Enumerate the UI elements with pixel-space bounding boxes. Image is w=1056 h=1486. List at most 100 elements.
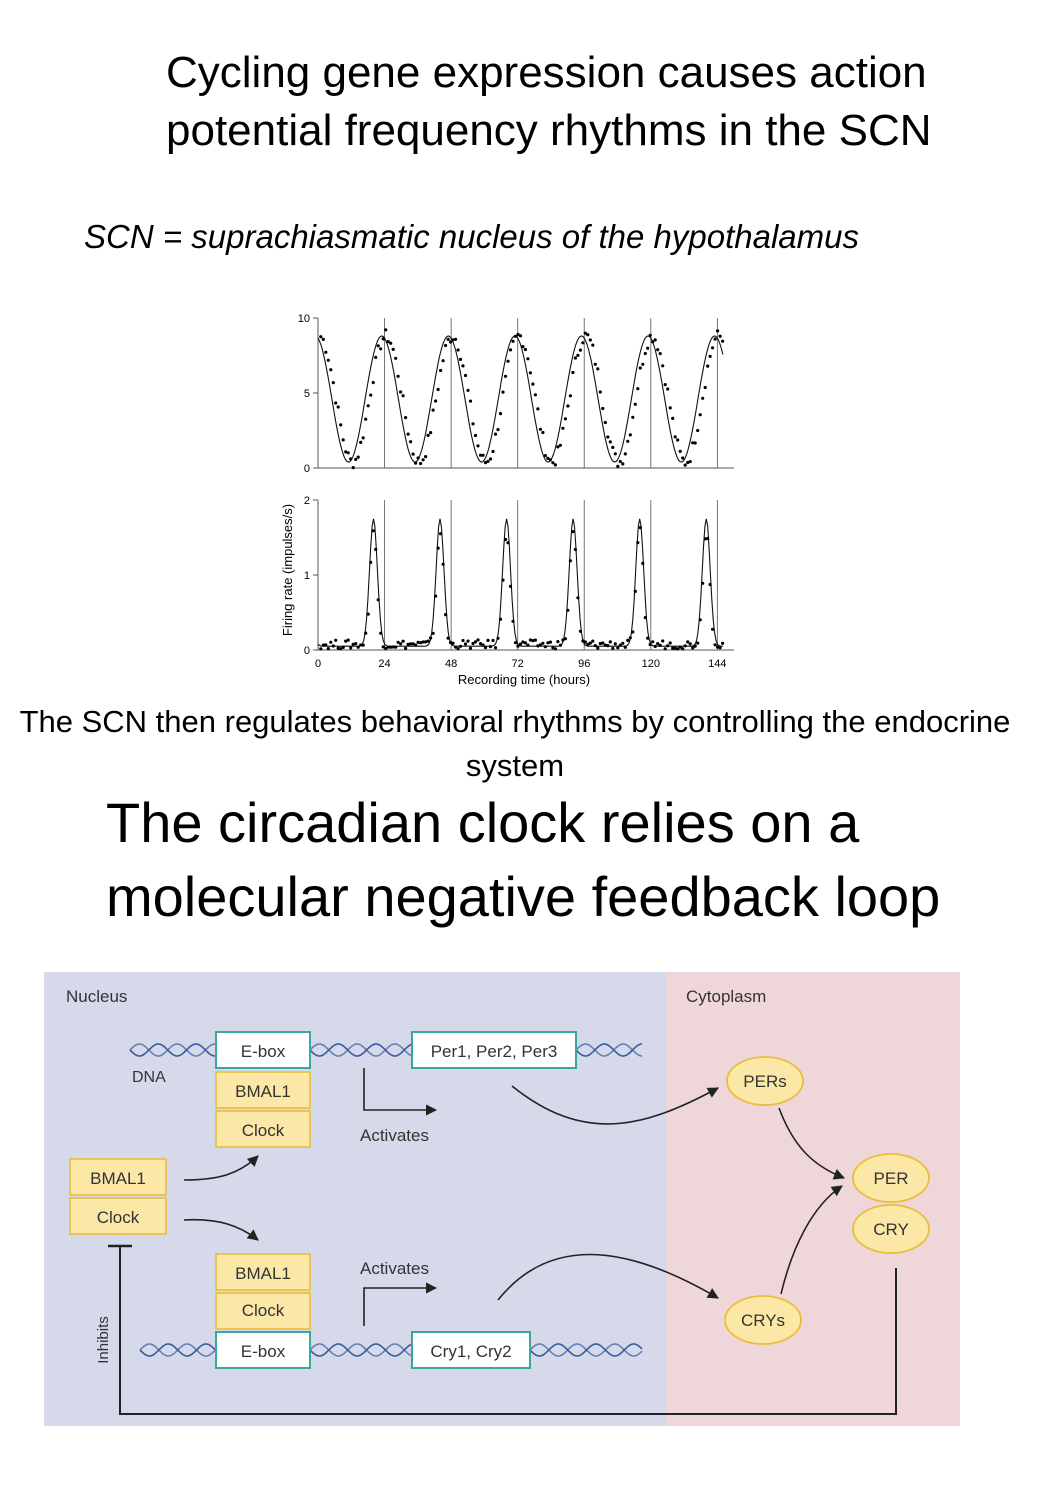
data-point — [561, 426, 565, 430]
bmal1-free-label: BMAL1 — [90, 1169, 146, 1188]
data-point — [663, 383, 667, 387]
data-point — [431, 408, 435, 412]
data-point — [409, 440, 413, 444]
data-point — [406, 642, 410, 646]
cry-complex-protein — [852, 1204, 930, 1254]
data-point — [488, 645, 493, 649]
data-point — [493, 432, 498, 436]
data-point — [454, 337, 458, 341]
data-point — [401, 394, 405, 398]
data-point — [556, 640, 560, 644]
data-point — [528, 371, 532, 375]
dna-label: DNA — [132, 1069, 166, 1086]
data-point — [691, 646, 695, 650]
data-point — [718, 334, 722, 338]
data-point — [434, 594, 438, 598]
data-point — [399, 390, 403, 394]
data-point — [618, 643, 622, 647]
cry-export-arrow — [497, 1253, 719, 1301]
data-point — [688, 642, 692, 646]
ebox-top — [215, 1031, 311, 1069]
bmal1-bottom-label: BMAL1 — [235, 1264, 291, 1283]
data-point — [461, 638, 465, 643]
data-point — [543, 645, 547, 649]
data-point — [576, 596, 580, 600]
data-point — [449, 340, 453, 344]
data-point — [386, 645, 390, 649]
data-point — [421, 640, 425, 644]
data-point — [533, 638, 537, 642]
data-point — [711, 627, 715, 631]
data-point — [553, 463, 557, 467]
nucleus-label: Nucleus — [66, 987, 127, 1006]
data-point — [326, 358, 330, 362]
data-point — [366, 612, 370, 616]
data-point — [693, 441, 697, 445]
data-point — [349, 457, 353, 461]
data-point — [419, 461, 423, 466]
data-point — [573, 547, 577, 552]
x-tick-label: 48 — [445, 658, 457, 670]
data-point — [673, 435, 677, 439]
scn-definition: SCN = suprachiasmatic nucleus of the hyp… — [84, 218, 859, 255]
fitted-curve — [317, 335, 724, 463]
data-point — [506, 541, 510, 545]
y-tick-label: 0 — [304, 463, 310, 475]
data-point — [376, 344, 380, 348]
data-point — [371, 380, 375, 385]
data-point — [666, 644, 670, 648]
data-point — [321, 643, 325, 647]
data-point — [683, 644, 687, 648]
y-axis-label: Firing rate (impulses/s) — [280, 504, 295, 636]
data-point — [404, 646, 408, 650]
data-point — [646, 346, 650, 350]
data-point — [656, 348, 660, 352]
data-point — [528, 638, 532, 642]
data-point — [379, 347, 383, 351]
data-point — [354, 457, 358, 461]
clock-free-label: Clock — [97, 1208, 140, 1227]
data-point — [536, 407, 540, 411]
activates-arrow-bottom — [363, 1282, 438, 1326]
data-point — [658, 643, 662, 647]
inhibits-label: Inhibits — [95, 1316, 112, 1364]
data-point — [523, 347, 527, 352]
data-point — [651, 340, 655, 344]
data-point — [496, 428, 500, 432]
data-point — [381, 645, 385, 649]
per-genes-box — [411, 1031, 577, 1069]
data-point — [593, 362, 597, 366]
data-point — [586, 642, 590, 646]
data-point — [391, 347, 395, 351]
data-point — [478, 642, 483, 646]
data-point — [486, 459, 490, 463]
data-point — [521, 345, 525, 349]
data-point — [696, 428, 700, 433]
data-point — [616, 464, 620, 468]
data-point — [583, 640, 587, 644]
data-point — [346, 638, 350, 642]
data-point — [693, 644, 697, 648]
data-point — [681, 647, 685, 651]
data-point — [451, 338, 455, 342]
data-point — [691, 441, 695, 445]
data-point — [636, 541, 640, 545]
data-point — [563, 417, 567, 421]
data-point — [568, 559, 572, 563]
data-point — [349, 646, 353, 650]
activates-arrow-top — [363, 1068, 438, 1116]
data-point — [701, 396, 705, 400]
bmal1-top-label: BMAL1 — [235, 1082, 291, 1101]
data-point — [718, 646, 722, 650]
data-point — [696, 641, 700, 645]
data-point — [676, 438, 680, 442]
feedback-loop-diagram: Nucleus Cytoplasm DNA E-box Per1, Per2, … — [44, 972, 960, 1426]
data-point — [359, 440, 363, 444]
data-point — [641, 561, 645, 565]
cytoplasm-region — [666, 972, 960, 1426]
data-point — [536, 644, 540, 648]
data-point — [503, 537, 508, 542]
data-point — [326, 647, 330, 651]
data-point — [686, 460, 690, 465]
crys-label: CRYs — [741, 1311, 785, 1330]
